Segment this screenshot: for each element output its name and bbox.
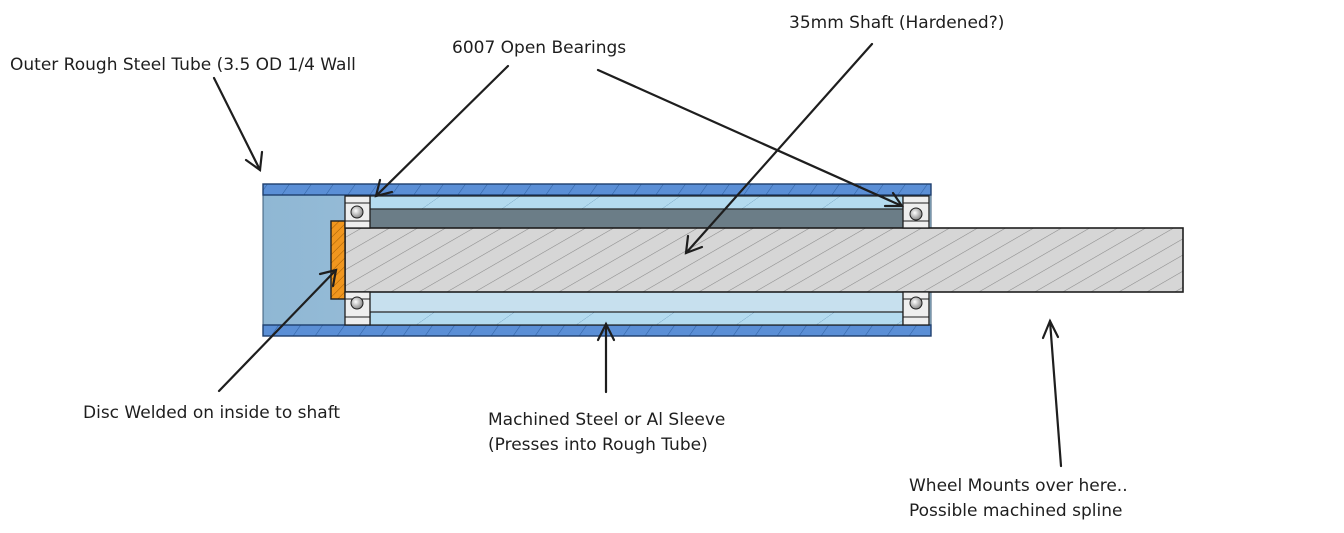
bearing-right-top	[902, 195, 930, 229]
arrow-bearing-left	[374, 64, 510, 198]
bearing-left-top	[344, 195, 371, 229]
arrow-bearing-right	[596, 68, 905, 208]
arrow-disc	[217, 268, 338, 393]
sleeve-top-gap	[369, 208, 904, 230]
sleeve-bottom-gap	[369, 291, 904, 313]
bearing-ball	[350, 296, 364, 310]
sleeve-bottom	[369, 311, 904, 326]
label-disc: Disc Welded on inside to shaft	[83, 403, 340, 423]
bearing-ball	[350, 205, 364, 219]
bearing-ball	[909, 296, 923, 310]
label-shaft: 35mm Shaft (Hardened?)	[789, 13, 1004, 33]
outer-tube-bottom-wall	[262, 324, 932, 337]
label-wheel-line2: Possible machined spline	[909, 501, 1122, 521]
arrow-wheel	[1041, 318, 1063, 468]
label-sleeve-line1: Machined Steel or Al Sleeve	[488, 410, 725, 430]
label-bearings: 6007 Open Bearings	[452, 38, 626, 58]
outer-tube-top-wall	[262, 183, 932, 196]
sleeve-top	[369, 195, 904, 210]
annotation-arrows	[212, 42, 1063, 468]
disc	[330, 220, 346, 300]
label-wheel-line1: Wheel Mounts over here..	[909, 476, 1128, 496]
label-outer-tube: Outer Rough Steel Tube (3.5 OD 1/4 Wall	[10, 55, 356, 75]
shaft	[344, 227, 1184, 293]
arrow-outer-tube	[212, 76, 264, 172]
label-sleeve-line2: (Presses into Rough Tube)	[488, 435, 708, 455]
bearing-right-bottom	[902, 291, 930, 326]
bearing-ball	[909, 207, 923, 221]
arrow-sleeve	[596, 321, 616, 394]
bearing-left-bottom	[344, 291, 371, 326]
arrow-shaft	[684, 42, 874, 255]
